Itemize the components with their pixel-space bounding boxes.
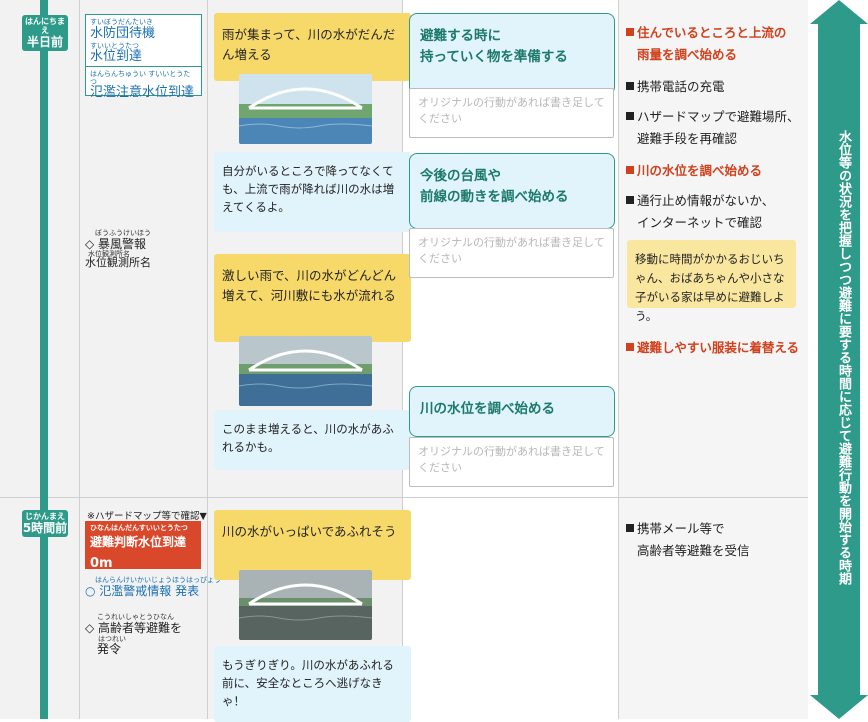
river-scene-image xyxy=(239,74,372,144)
original-action-input-2[interactable]: オリジナルの行動があれば書き足してください xyxy=(409,228,614,278)
timeline-bar xyxy=(40,0,48,719)
row-divider xyxy=(0,497,808,498)
original-action-input-3[interactable]: オリジナルの行動があれば書き足してください xyxy=(409,437,614,487)
story-upstream-rain: 自分がいるところで降ってなくても、上流で雨が降れば川の水は増えてくるよ。 xyxy=(214,152,411,232)
elderly-evac: ◇ 高齢者等避難を xyxy=(85,621,183,635)
observation-station-ruby-label: 水位観測所名 xyxy=(88,250,130,258)
column-divider xyxy=(618,0,619,719)
time-badge-half-day: はんにちまえ 半日前 xyxy=(22,15,68,51)
column-divider xyxy=(207,0,208,719)
check-rainfall: 住んでいるところと上流の 雨量を調べ始める xyxy=(626,24,786,63)
hazard-map-note: ※ハザードマップ等で確認▼ xyxy=(87,511,207,522)
story-rain-gathers: 雨が集まって、川の水がだんだん増える xyxy=(214,13,411,81)
tip-elderly-children: 移動に時間がかかるおじいちゃん、おばあちゃんや小さな子がいる家は早めに避難しよう… xyxy=(627,240,796,323)
action-check-river-level: 川の水位を調べ始める xyxy=(409,386,615,437)
level-flood-standby: すいぼうだんたいき 水防団待機 すいいとうたつ 水位到達 xyxy=(85,14,202,72)
storm-warning: ◇ 暴風警報 xyxy=(85,237,147,251)
action-check-typhoon: 今後の台風や 前線の動きを調べ始める xyxy=(409,153,615,229)
evac-judgement-level: ひなんはんだんすいいとうたつ 避難判断水位到達 0m xyxy=(85,521,201,571)
check-phone-charge: 携帯電話の充電 xyxy=(626,78,725,95)
timing-arrow xyxy=(818,20,860,700)
checklist-column-background xyxy=(618,0,808,719)
check-receive-alert: 携帯メール等で 高齢者等避難を受信 xyxy=(626,520,750,559)
storm-warning-ruby: ぼうふうけいほう xyxy=(95,229,151,237)
original-action-input-1[interactable]: オリジナルの行動があれば書き足してください xyxy=(409,88,614,138)
elderly-evac-ruby2: はつれい xyxy=(98,635,126,643)
check-hazard-map: ハザードマップで避難場所、 避難手段を再確認 xyxy=(626,108,800,147)
flood-alert: ○ 氾濫警戒情報 発表 xyxy=(85,584,200,598)
check-road-closure: 通行止め情報がないか、 インターネットで確認 xyxy=(626,192,774,231)
check-change-clothes: 避難しやすい服装に着替える xyxy=(626,339,799,356)
river-flood-image xyxy=(239,570,372,640)
elderly-evac-ruby: こうれいしゃとうひなん xyxy=(97,613,174,621)
arrow-down-head xyxy=(810,695,868,719)
flood-alert-ruby: はんらんけいかいじょうほうはっぴょう xyxy=(95,576,221,584)
elderly-evac-issue: 発令 xyxy=(97,642,122,656)
column-divider xyxy=(402,0,403,719)
level-flood-caution: はんらんちゅうい すいいとうたつ 氾濫注意水位到達 xyxy=(85,66,202,100)
story-may-overflow: このまま増えると、川の水があふれるかも。 xyxy=(214,410,411,470)
story-about-to-overflow: 川の水がいっぱいであふれそう xyxy=(214,510,411,580)
story-heavy-rain: 激しい雨で、川の水がどんどん増えて、河川敷にも水が流れる xyxy=(214,254,411,342)
story-evacuate-now: もうぎりぎり。川の水があふれる前に、安全なところへ逃げなきゃ！ xyxy=(214,646,411,722)
time-badge-five-hours: じかんまえ 5時間前 xyxy=(22,510,68,537)
column-divider xyxy=(79,0,80,719)
timing-arrow-label: 水位等の状況を把握しつつ避難に要する時間に応じて避難行動を開始する時期 xyxy=(836,130,851,585)
observation-station-name: 水位観測所名 xyxy=(85,256,151,269)
river-rising-image xyxy=(239,336,372,406)
check-river-level: 川の水位を調べ始める xyxy=(626,162,762,179)
action-prepare-items: 避難する時に 持っていく物を準備する xyxy=(409,13,615,95)
